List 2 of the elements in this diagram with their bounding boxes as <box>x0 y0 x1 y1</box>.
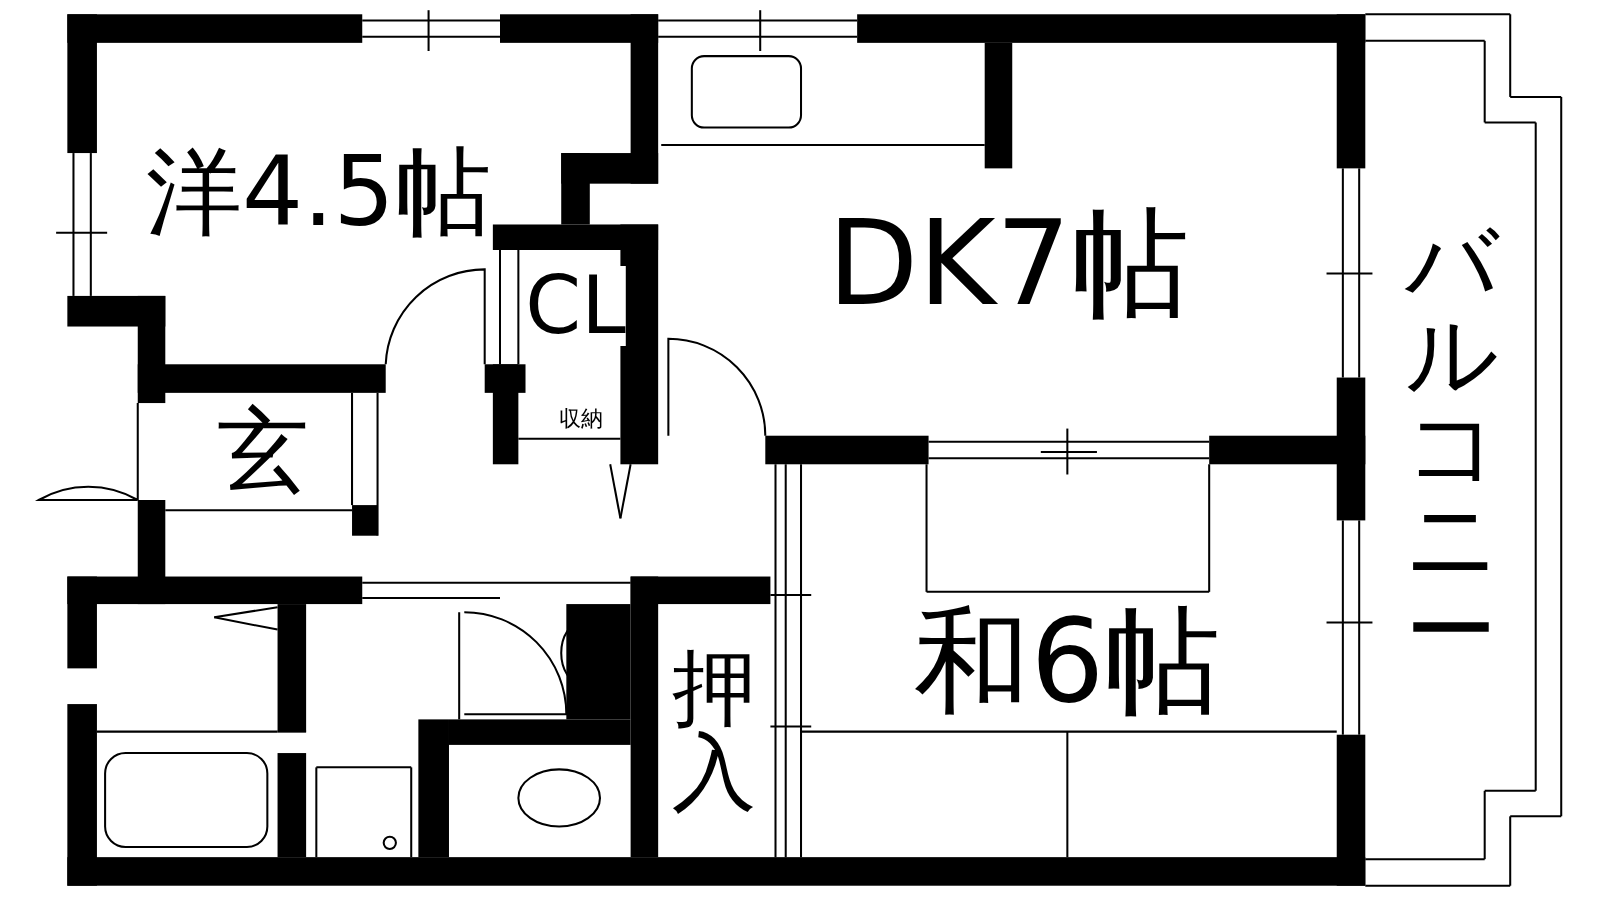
room-label: 収納 <box>558 408 603 431</box>
room-label: 洋4.5帖 <box>146 143 491 240</box>
